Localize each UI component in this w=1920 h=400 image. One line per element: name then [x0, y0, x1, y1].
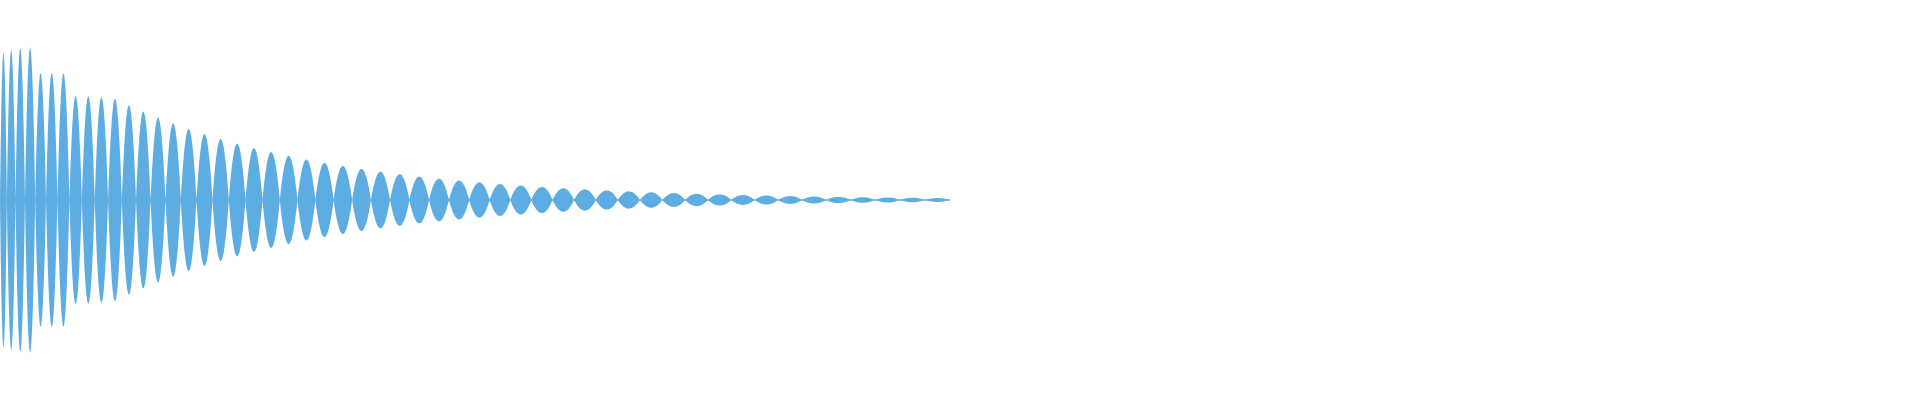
waveform-svg	[0, 47, 950, 353]
waveform-view	[0, 47, 950, 353]
